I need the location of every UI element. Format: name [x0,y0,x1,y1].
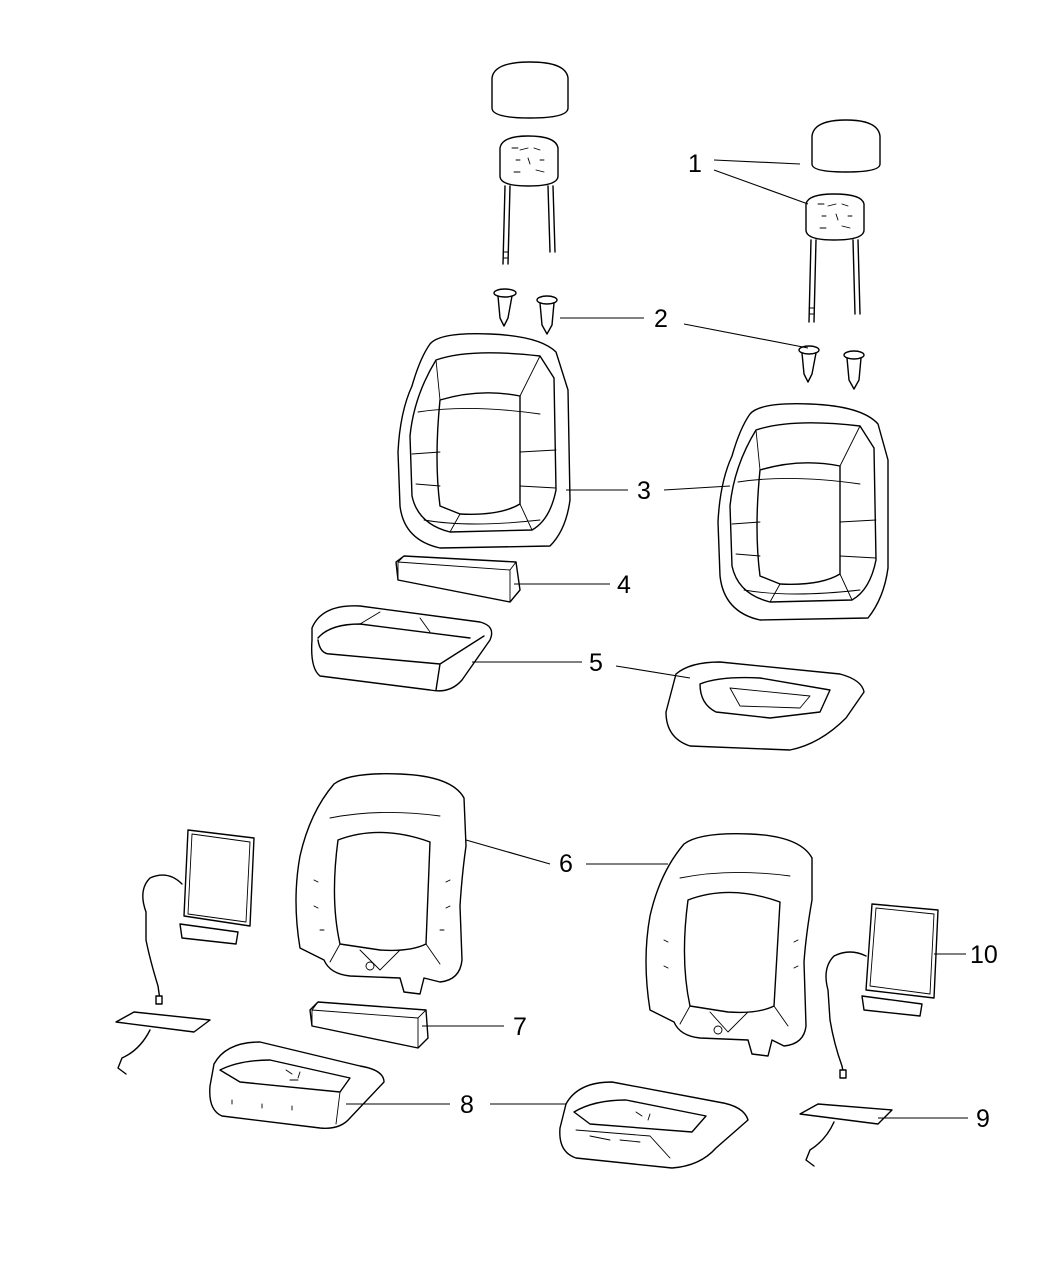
lumbar-pad-lower [309,1001,429,1049]
headrest-left [491,61,569,265]
headrest-guides-right [798,345,865,390]
seatback-foam-left [295,773,467,995]
heater-mat-back-right [825,903,939,1079]
callout-9: 9 [976,1105,990,1133]
cushion-foam-left [209,1041,385,1129]
seatback-cover-right [717,403,889,621]
leader-lines [346,159,968,1119]
seatback-foam-right [645,833,813,1057]
heater-mat-cushion-left [115,1011,211,1075]
callout-2: 2 [654,305,668,333]
callout-7: 7 [513,1013,527,1041]
heater-mat-back-left [142,829,255,1005]
lumbar-pad-upper [395,555,521,603]
seatback-cover-left [397,333,571,549]
heater-mat-cushion-right [799,1103,893,1167]
callout-4: 4 [617,571,631,599]
callout-6: 6 [559,850,573,878]
cushion-foam-right [559,1081,749,1169]
callout-8: 8 [460,1091,474,1119]
callout-3: 3 [637,477,651,505]
cushion-cover-right [665,661,865,751]
headrest-guides-left [493,288,558,335]
callout-10: 10 [970,941,998,969]
callout-5: 5 [589,649,603,677]
headrest-right [805,119,881,323]
callout-1: 1 [688,150,702,178]
cushion-cover-left [310,605,493,692]
